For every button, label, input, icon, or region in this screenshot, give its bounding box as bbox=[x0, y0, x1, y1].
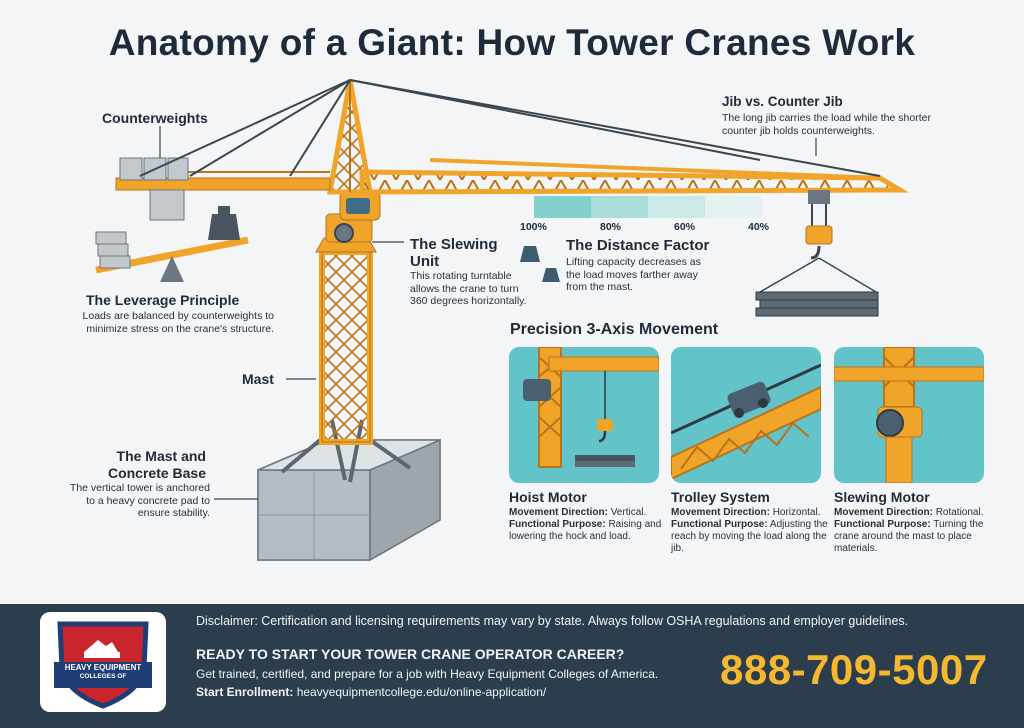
capacity-segment bbox=[534, 196, 591, 218]
slewing-motor-description: Movement Direction: Rotational. Function… bbox=[834, 507, 984, 554]
enrollment-line: Start Enrollment: heavyequipmentcollege.… bbox=[196, 685, 547, 699]
leader-lines bbox=[159, 126, 817, 500]
college-logo[interactable] bbox=[40, 612, 166, 712]
capacity-segment bbox=[591, 196, 648, 218]
jib-description: The long jib carries the load while the … bbox=[722, 112, 931, 137]
trolley-title: Trolley System bbox=[671, 489, 770, 505]
mast-label: Mast bbox=[242, 371, 274, 387]
hoist-panel bbox=[509, 347, 659, 483]
trolley-panel bbox=[671, 347, 821, 483]
slewing-unit bbox=[325, 191, 381, 243]
phone-number[interactable]: 888-709-5007 bbox=[720, 646, 988, 693]
leverage-seesaw bbox=[95, 206, 249, 282]
footer bbox=[0, 604, 1024, 728]
base-title: The Mast and Concrete Base bbox=[107, 448, 206, 481]
cta-subtext: Get trained, certified, and prepare for … bbox=[196, 667, 659, 681]
capacity-segment bbox=[648, 196, 705, 218]
trolley-description: Movement Direction: Horizontal. Function… bbox=[671, 507, 828, 554]
jib bbox=[359, 158, 909, 195]
disclaimer-text: Disclaimer: Certification and licensing … bbox=[196, 614, 909, 628]
shield-logo-icon bbox=[54, 621, 152, 709]
leverage-description: Loads are balanced by counterweights to … bbox=[82, 310, 274, 335]
slewing-panel bbox=[834, 347, 984, 483]
trolley-icon bbox=[671, 363, 821, 481]
crane-illustration bbox=[95, 79, 909, 562]
enrollment-link[interactable]: heavyequipmentcollege.edu/online-applica… bbox=[296, 685, 547, 699]
leverage-title: The Leverage Principle bbox=[86, 292, 240, 308]
page-title: Anatomy of a Giant: How Tower Cranes Wor… bbox=[108, 22, 916, 63]
hoist-description: Movement Direction: Vertical. Functional… bbox=[509, 507, 662, 542]
hoist-title: Hoist Motor bbox=[509, 489, 587, 505]
distance-weight-icons bbox=[520, 246, 560, 282]
capacity-tick-label: 40% bbox=[748, 221, 770, 233]
tower-apex bbox=[327, 79, 373, 195]
concrete-base bbox=[257, 438, 441, 562]
cta-heading: READY TO START YOUR TOWER CRANE OPERATOR… bbox=[196, 646, 625, 662]
slewing-motor-title: Slewing Motor bbox=[834, 489, 930, 505]
counter-jib bbox=[115, 157, 331, 221]
hoist-motor-icon bbox=[523, 347, 659, 468]
capacity-tick-label: 80% bbox=[600, 221, 622, 233]
logo-text: HEAVY EQUIPMENT COLLEGES OF bbox=[64, 663, 142, 680]
capacity-tick-label: 100% bbox=[520, 221, 547, 233]
movement-heading: Precision 3-Axis Movement bbox=[510, 321, 719, 338]
slewing-title: The Slewing Unit bbox=[410, 236, 498, 270]
distance-description: Lifting capacity decreases as the load m… bbox=[566, 256, 701, 293]
hook-and-load bbox=[755, 190, 879, 317]
counterweights-label: Counterweights bbox=[102, 110, 208, 126]
base-description: The vertical tower is anchored to a heav… bbox=[69, 482, 210, 519]
capacity-segment bbox=[705, 196, 762, 218]
jib-title: Jib vs. Counter Jib bbox=[722, 94, 843, 109]
capacity-tick-label: 60% bbox=[674, 221, 696, 233]
pendant-cables bbox=[139, 79, 881, 177]
mast bbox=[315, 237, 377, 445]
logo-text-america: AMERICA bbox=[89, 683, 117, 689]
capacity-scale-bar bbox=[534, 196, 762, 218]
slewing-motor-icon bbox=[834, 347, 984, 483]
slewing-description: This rotating turntable allows the crane… bbox=[410, 270, 527, 307]
distance-title: The Distance Factor bbox=[566, 237, 710, 254]
